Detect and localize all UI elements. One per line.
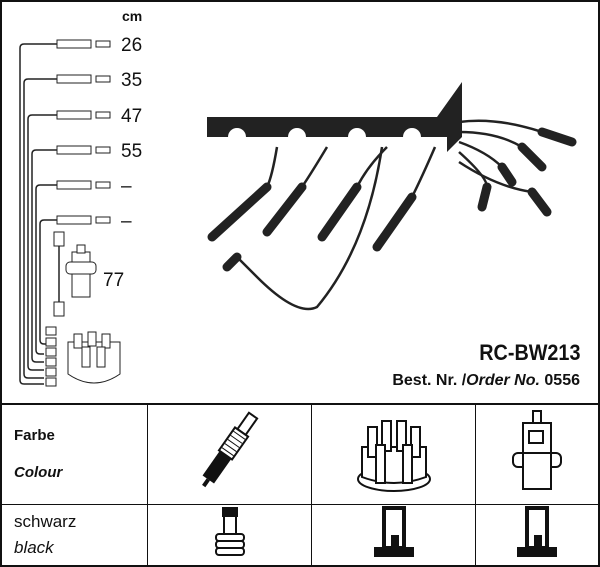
cable-plug-end [56,145,92,155]
coil-length: 77 [103,270,125,291]
distributor-cap-icon [356,419,431,492]
cable-plug-end [56,180,92,190]
order-value: 0556 [544,372,580,389]
ignition-coil-cell [475,403,598,505]
ignition-lead-set-illustration [207,82,577,311]
cable-terminal [95,216,111,224]
cable-plug-end [56,74,92,84]
order-label: Order No. [466,372,540,389]
cable-plug-end [56,110,92,120]
spark-plug-connector-cell [147,503,312,565]
length-1: 26 [121,35,143,56]
colour-table: Farbe Colour schwarz black [2,403,598,565]
spark-plug-icon [201,411,259,487]
spark-plug-connector-icon [214,507,245,557]
ignition-coil-icon [512,409,562,490]
unit-label: cm [122,8,143,24]
length-4: 55 [121,141,143,162]
header-en: Colour [14,464,63,482]
colour-en: black [14,538,54,558]
cable-terminal [95,181,111,189]
cable-length-diagram [19,39,121,387]
length-5: – [121,176,132,197]
length-2: 35 [121,70,143,91]
distributor-cap-cell [311,403,476,505]
cable-plug-end [56,215,92,225]
distributor-connector-cell [311,503,476,565]
spark-plug-cell [147,403,312,505]
colour-value-cell: schwarz black [2,503,148,565]
cable-plug-end [56,39,92,49]
order-prefix: Best. Nr. / [392,372,467,389]
cable-terminal [95,40,111,48]
length-6: – [121,211,132,232]
coil-connector-cell [475,503,598,565]
cable-terminal [95,111,111,119]
cable-terminal [95,146,111,154]
distributor-connector-icon [373,506,414,558]
length-3: 47 [121,106,143,127]
cable-terminal [95,75,111,83]
colour-header-cell: Farbe Colour [2,403,148,505]
order-number: Best. Nr. /Order No. 0556 [392,372,580,390]
coil-connector-icon [517,506,557,558]
header-de: Farbe [14,427,55,445]
product-code: RC-BW213 [478,340,580,365]
colour-de: schwarz [14,512,77,532]
